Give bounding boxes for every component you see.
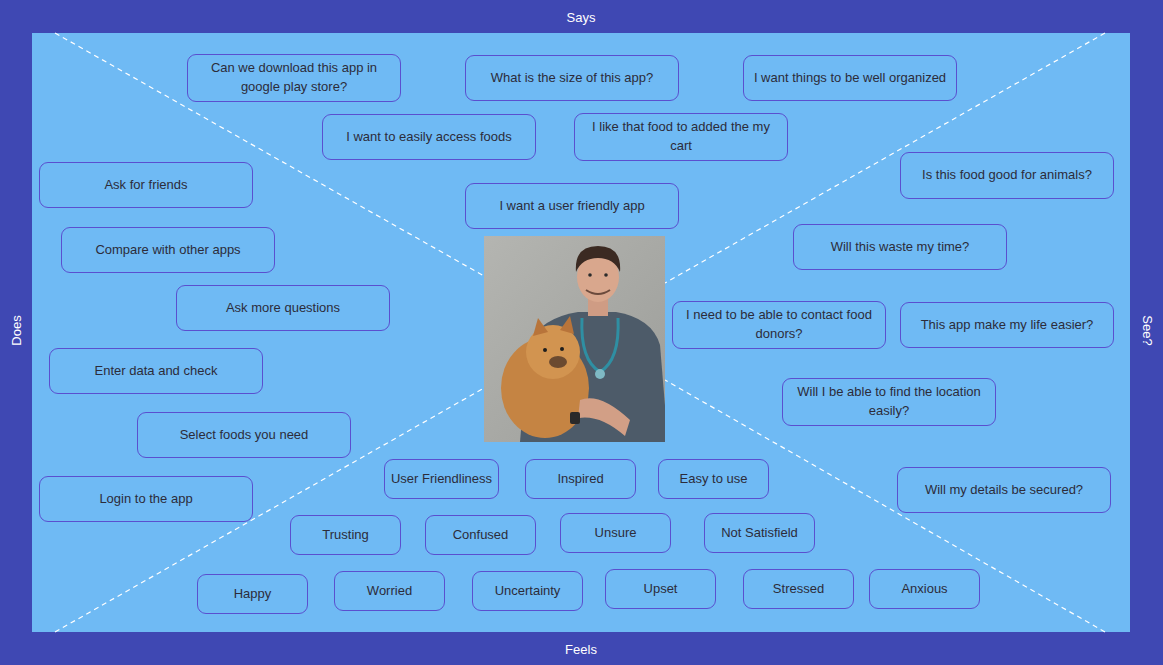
feeling-card: Uncertainty: [472, 571, 583, 611]
note-text: Can we download this app in google play …: [196, 59, 392, 97]
quadrant-title: See?: [1140, 315, 1155, 345]
feeling-card: Worried: [334, 571, 445, 611]
sticky-note: Will I be able to find the location easi…: [782, 378, 996, 426]
stethoscope-head: [595, 369, 605, 379]
eye: [588, 273, 592, 277]
note-text: I want things to be well organized: [754, 69, 946, 88]
sticky-note: Ask for friends: [39, 162, 253, 208]
note-text: Enter data and check: [95, 362, 218, 381]
quadrant-title: Does: [8, 315, 23, 345]
hair: [576, 246, 620, 272]
note-text: Unsure: [595, 524, 637, 543]
dog-ear: [560, 316, 574, 334]
arm: [578, 398, 630, 436]
watch: [570, 412, 580, 424]
sticky-note: Will my details be secured?: [897, 467, 1111, 513]
note-text: Uncertainty: [495, 582, 561, 601]
feeling-card: Trusting: [290, 515, 401, 555]
sticky-note: I need to be able to contact food donors…: [672, 301, 886, 349]
sticky-note: I want things to be well organized: [743, 55, 957, 101]
sticky-note: I want a user friendly app: [465, 183, 679, 229]
dog-eye: [543, 348, 547, 352]
note-text: Will this waste my time?: [831, 238, 970, 257]
note-text: I need to be able to contact food donors…: [681, 306, 877, 344]
note-text: Is this food good for animals?: [922, 166, 1092, 185]
note-text: What is the size of this app?: [491, 69, 654, 88]
note-text: Will I be able to find the location easi…: [791, 383, 987, 421]
note-text: Easy to use: [680, 470, 748, 489]
eye: [604, 273, 608, 277]
note-text: Inspired: [557, 470, 603, 489]
note-text: Compare with other apps: [95, 241, 240, 260]
beard: [586, 290, 610, 294]
note-text: I like that food to added the my cart: [583, 118, 779, 156]
feeling-card: Unsure: [560, 513, 671, 553]
note-text: Stressed: [773, 580, 824, 599]
note-text: Will my details be secured?: [925, 481, 1083, 500]
stethoscope: [582, 318, 618, 372]
note-text: Trusting: [322, 526, 368, 545]
feeling-card: Easy to use: [658, 459, 769, 499]
note-text: Confused: [453, 526, 509, 545]
sticky-note: Enter data and check: [49, 348, 263, 394]
feeling-card: Upset: [605, 569, 716, 609]
note-text: Happy: [234, 585, 272, 604]
dog-eye: [560, 347, 564, 351]
feeling-card: Not Satisfield: [704, 513, 815, 553]
sticky-note: Ask more questions: [176, 285, 390, 331]
note-text: Not Satisfield: [721, 524, 798, 543]
feeling-card: Stressed: [743, 569, 854, 609]
sticky-note: Select foods you need: [137, 412, 351, 458]
quadrant-title: Says: [567, 10, 596, 25]
sticky-note: Will this waste my time?: [793, 224, 1007, 270]
feeling-card: Confused: [425, 515, 536, 555]
note-text: Worried: [367, 582, 412, 601]
sticky-note: What is the size of this app?: [465, 55, 679, 101]
inner-panel: [32, 33, 1130, 632]
sticky-note: Is this food good for animals?: [900, 152, 1114, 199]
sticky-note: I like that food to added the my cart: [574, 113, 788, 161]
note-text: Login to the app: [99, 490, 192, 509]
note-text: Ask more questions: [226, 299, 340, 318]
sticky-note: I want to easily access foods: [322, 114, 536, 160]
note-text: I want to easily access foods: [346, 128, 511, 147]
sticky-note: Login to the app: [39, 476, 253, 522]
feeling-card: Inspired: [525, 459, 636, 499]
note-text: Anxious: [901, 580, 947, 599]
note-text: This app make my life easier?: [921, 316, 1094, 335]
note-text: I want a user friendly app: [499, 197, 644, 216]
dog-ear: [533, 318, 548, 336]
persona-photo: [484, 236, 668, 442]
sticky-note: Can we download this app in google play …: [187, 54, 401, 102]
feeling-card: Anxious: [869, 569, 980, 609]
sticky-note: Compare with other apps: [61, 227, 275, 273]
note-text: Upset: [644, 580, 678, 599]
note-text: Select foods you need: [180, 426, 309, 445]
feeling-card: User Friendliness: [384, 459, 499, 499]
note-text: Ask for friends: [104, 176, 187, 195]
photo-content: [501, 246, 665, 442]
sticky-note: This app make my life easier?: [900, 302, 1114, 348]
quadrant-title: Feels: [565, 642, 597, 657]
feeling-card: Happy: [197, 574, 308, 614]
dog-muzzle: [549, 356, 567, 368]
note-text: User Friendliness: [391, 470, 492, 489]
